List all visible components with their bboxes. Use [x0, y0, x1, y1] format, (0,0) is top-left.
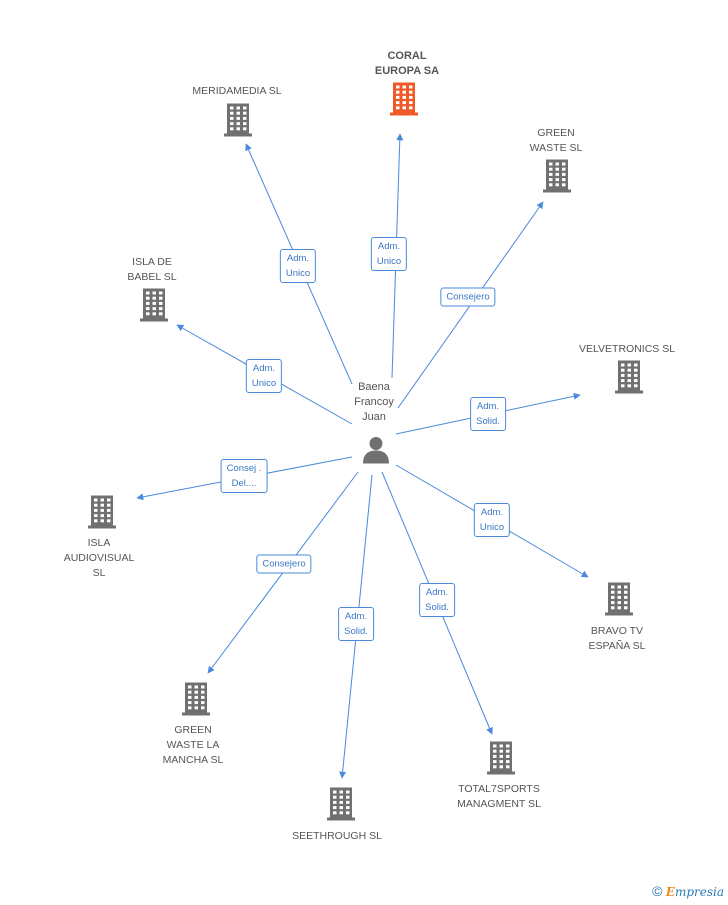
- relation-label-greenwastelamancha: Consejero: [256, 554, 312, 574]
- company-name-seethrough[interactable]: SEETHROUGH SL: [292, 830, 382, 842]
- person-icon[interactable]: [361, 435, 391, 470]
- building-icon[interactable]: [486, 741, 516, 780]
- relation-label-velvetronics: Adm. Solid.: [470, 397, 506, 431]
- relation-label-greenwaste: Consejero: [440, 287, 496, 307]
- building-icon[interactable]: [604, 582, 634, 621]
- company-name-bravotv[interactable]: BRAVO TV ESPAÑA SL: [588, 625, 646, 652]
- company-name-total7sports[interactable]: TOTAL7SPORTS MANAGMENT SL: [457, 783, 541, 810]
- relation-label-meridamedia: Adm. Unico: [279, 249, 317, 283]
- building-icon[interactable]: [614, 360, 644, 399]
- brand-logo-initial: E: [665, 885, 675, 899]
- building-icon[interactable]: [139, 288, 169, 327]
- relation-label-bravotv: Adm. Unico: [473, 503, 511, 537]
- copyright-symbol: ©: [652, 883, 663, 899]
- company-name-isladebabel[interactable]: ISLA DE BABEL SL: [127, 256, 177, 283]
- relation-label-isladebabel: Adm. Unico: [245, 359, 283, 393]
- company-name-islaaudiovisual[interactable]: ISLA AUDIOVISUAL SL: [63, 537, 135, 579]
- footer-brand: © Empresia: [652, 883, 724, 899]
- company-name-coral[interactable]: CORAL EUROPA SA: [374, 50, 440, 77]
- relation-label-coral: Adm. Unico: [370, 237, 408, 271]
- relation-label-seethrough: Adm. Solid.: [338, 607, 374, 641]
- building-icon[interactable]: [542, 159, 572, 198]
- company-name-velvetronics[interactable]: VELVETRONICS SL: [578, 343, 676, 355]
- company-name-meridamedia[interactable]: MERIDAMEDIA SL: [192, 85, 282, 97]
- building-icon[interactable]: [181, 682, 211, 721]
- building-icon[interactable]: [87, 495, 117, 534]
- center-person-name[interactable]: Baena Francoy Juan: [354, 381, 394, 423]
- company-name-greenwastelamancha[interactable]: GREEN WASTE LA MANCHA SL: [162, 724, 224, 766]
- building-icon[interactable]: [326, 787, 356, 826]
- building-icon[interactable]: [389, 82, 419, 121]
- relation-label-islaaudiovisual: Consej . Del....: [220, 459, 268, 493]
- brand-logo-text: mpresia: [674, 885, 724, 899]
- company-name-greenwaste[interactable]: GREEN WASTE SL: [529, 127, 583, 154]
- building-icon[interactable]: [223, 103, 253, 142]
- relation-label-total7sports: Adm. Solid.: [419, 583, 455, 617]
